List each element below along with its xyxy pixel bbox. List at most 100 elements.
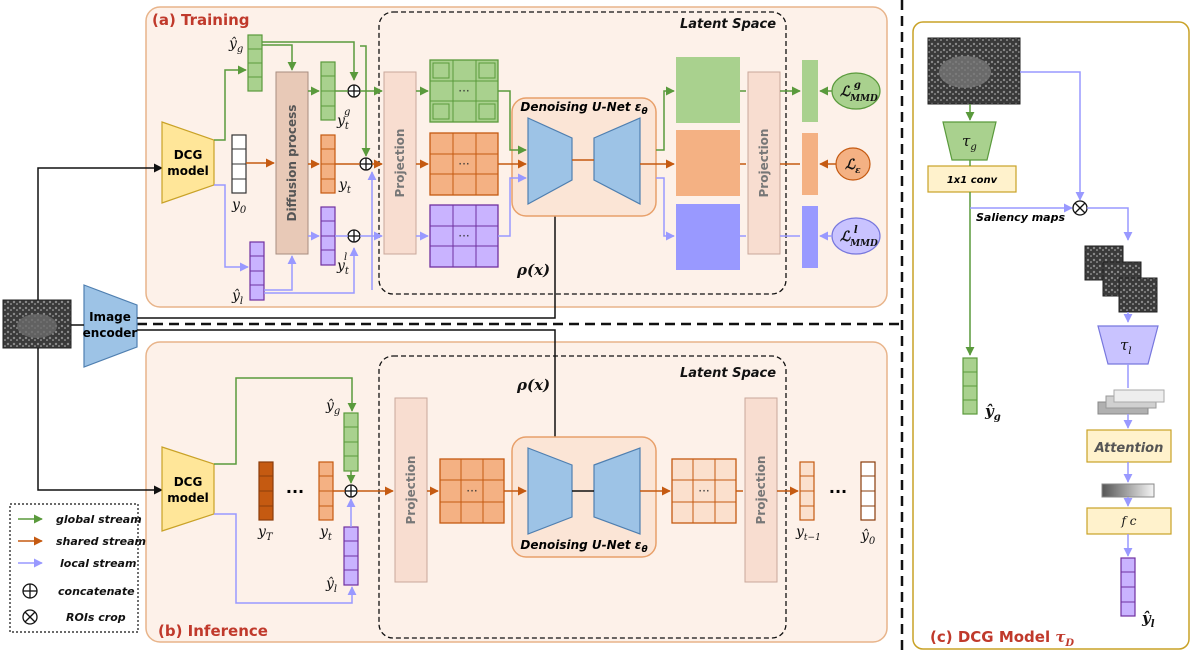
latent-grid-green: ··· — [429, 59, 499, 123]
feature-stack-3 — [1113, 389, 1165, 403]
y0-hat-vector — [860, 461, 876, 521]
tau-g-label: τg — [962, 132, 977, 153]
latent-space-box-training — [378, 11, 787, 295]
projection-block-training-right — [747, 71, 781, 255]
loss-mmd-global-label: ℒMMDg — [840, 80, 878, 104]
y0-hat-label: ŷ0 — [860, 527, 876, 547]
tau-l-label: τl — [1120, 336, 1132, 357]
loss-eps-label: ℒε — [845, 157, 861, 176]
output-square-orange — [676, 130, 740, 196]
yT-vector — [258, 461, 274, 521]
unet-decoder-inference — [593, 447, 641, 535]
image-to-roi-crop — [1020, 71, 1085, 201]
svg-text:···: ··· — [458, 84, 469, 98]
dcg-label-inf-2: model — [167, 491, 209, 505]
yg-hat-label: ŷg — [228, 35, 243, 55]
latent-grid-purple: ··· — [429, 204, 499, 268]
unet-encoder-inference — [527, 447, 573, 535]
latent-grid-inference-in: ··· — [439, 458, 505, 524]
image-encoder-label-2: encoder — [83, 326, 138, 340]
projection-block-training-left — [383, 71, 417, 255]
attention-block — [1086, 429, 1172, 463]
dcg-input-image-blob — [939, 56, 991, 88]
ytl-label: ytl — [336, 252, 350, 277]
legend-local-label: local stream — [60, 557, 136, 570]
image-encoder-label-1: Image — [89, 310, 131, 324]
yg-to-concat-orange — [360, 45, 371, 157]
ytm1-vector — [799, 461, 815, 521]
latent-grid-inference-out: ··· — [671, 458, 737, 524]
image-to-dcg-training — [37, 163, 163, 300]
svg-text:···: ··· — [458, 157, 469, 171]
fc-block — [1086, 507, 1172, 535]
yt-vector-inference — [318, 461, 334, 521]
concat-icon-inference — [344, 484, 358, 498]
legend-concat-label: concatenate — [58, 585, 135, 598]
yg-hat-vector — [247, 34, 263, 92]
legend-concat-icon — [22, 583, 38, 599]
latent-space-label-inference: Latent Space — [680, 366, 776, 381]
unet-to-out-purple — [656, 177, 675, 241]
tau-g-block — [942, 121, 997, 161]
dcg-to-yl — [214, 184, 249, 272]
y0-label: y0 — [231, 197, 247, 216]
yl-hat-vector — [249, 241, 265, 301]
grid-purple-to-unet — [498, 173, 527, 237]
pred-bar-green — [802, 60, 818, 122]
yl-hat-vector-inference — [343, 526, 359, 586]
latent-space-box-inference — [378, 355, 787, 639]
dcg-to-yg — [214, 65, 247, 141]
rho-label-training: ρ(x) — [516, 261, 550, 279]
projection-block-inference-right — [744, 397, 778, 583]
concat-icon-green — [347, 84, 361, 98]
rho-line-inference — [137, 329, 560, 453]
y0-vector — [231, 134, 247, 194]
yl-to-concat-bottom — [264, 247, 359, 294]
svg-text:···: ··· — [458, 229, 469, 243]
yg-hat-label-inference: ŷg — [325, 397, 340, 417]
grid-green-to-unet — [498, 90, 527, 155]
concat-icon-orange — [359, 157, 373, 171]
pred-bar-orange — [802, 133, 818, 195]
saliency-maps-label: Saliency maps — [976, 211, 1065, 224]
dcg-label-1: DCG — [174, 148, 203, 162]
svg-text:···: ··· — [698, 484, 709, 498]
projection-label-4: Projection — [754, 456, 768, 525]
legend-shared-label: shared stream — [56, 535, 146, 548]
legend-roi-label: ROIs crop — [66, 611, 126, 624]
yl-hat-label-dcg: ŷl — [1141, 609, 1155, 630]
legend-roi-crop-icon — [22, 609, 38, 625]
projection-label-3: Projection — [404, 456, 418, 525]
diffusion-process-label: Diffusion process — [285, 105, 299, 222]
yl-hat-vector-dcg — [1120, 557, 1136, 617]
projection-label-1: Projection — [393, 129, 407, 198]
roi-patch-3 — [1118, 277, 1158, 313]
conv-block — [927, 165, 1017, 193]
image-encoder-block — [83, 284, 138, 368]
inference-ellipsis-1: ··· — [286, 482, 304, 501]
yt-label: yt — [338, 177, 352, 196]
attention-label: Attention — [1094, 441, 1164, 456]
dcg-label-inf-1: DCG — [174, 475, 203, 489]
dcg-label-2: model — [167, 164, 209, 178]
rho-line-training — [137, 194, 560, 319]
yl-hat-label: ŷl — [231, 287, 243, 307]
ytl-vector — [320, 206, 336, 266]
legend-global-label: global stream — [56, 513, 142, 526]
svg-text:···: ··· — [466, 484, 477, 498]
projection-block-inference-left — [394, 397, 428, 583]
yg-hat-label-dcg: ŷg — [984, 402, 1001, 423]
yg-to-concat-top — [262, 41, 359, 81]
unet-encoder-training — [527, 117, 573, 206]
ytm1-label: yt−1 — [795, 524, 821, 543]
diffusion-process-block — [275, 71, 309, 255]
projection-label-2: Projection — [757, 129, 771, 198]
yt-vector — [320, 134, 336, 194]
dcg-model-title: (c) DCG Model τD — [930, 628, 1074, 649]
unet-to-out-green — [656, 86, 675, 151]
latent-grid-orange: ··· — [429, 132, 499, 196]
output-square-purple — [676, 204, 740, 270]
ultrasound-blob — [17, 314, 57, 338]
pooled-feature-bar — [1101, 483, 1155, 498]
